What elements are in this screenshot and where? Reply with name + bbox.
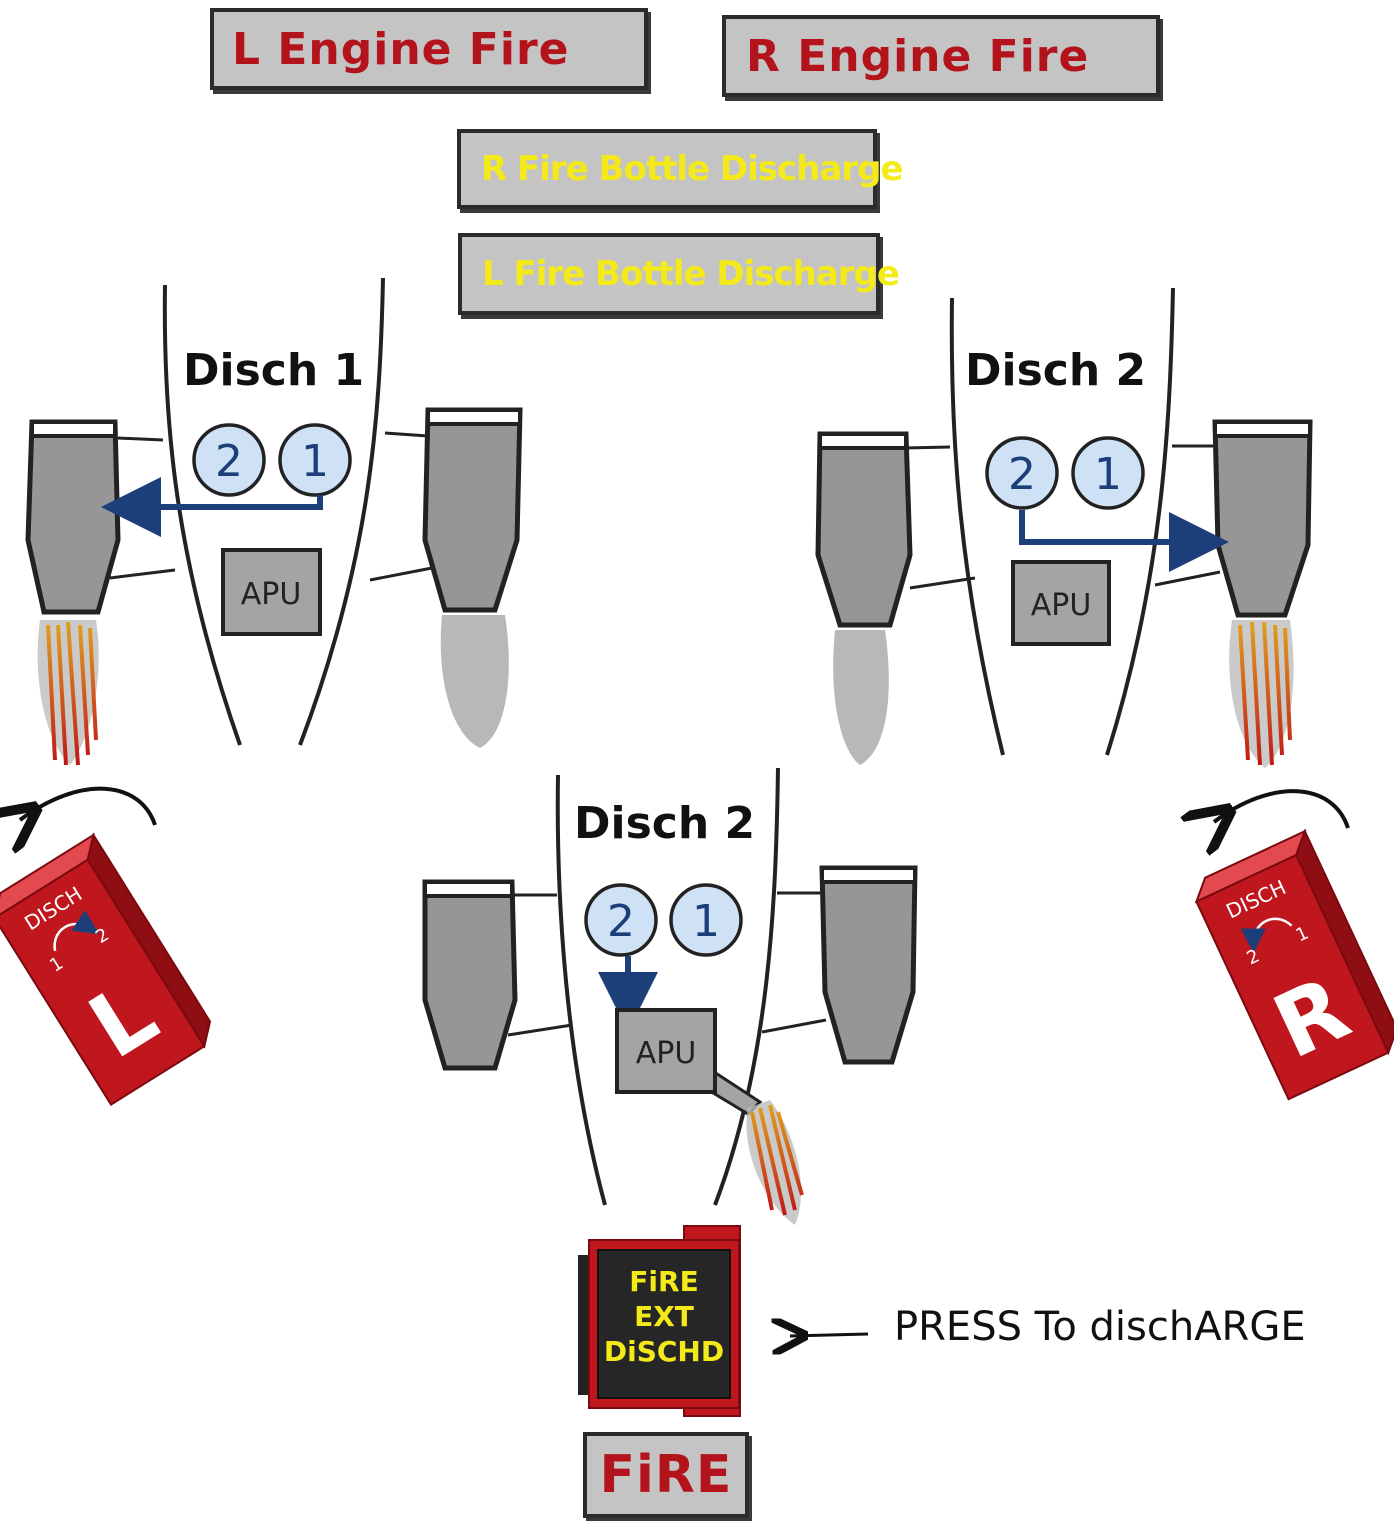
right-view-bottle-1-label: 1 — [1094, 449, 1122, 500]
center-view-bottle-2: 2 — [586, 885, 656, 955]
button-line-3: DiSCHD — [604, 1335, 724, 1368]
left-engine-1 — [28, 422, 118, 612]
right-fire-handle[interactable]: DISCH 2 1 R — [1189, 831, 1394, 1099]
left-view-bottle-2: 2 — [194, 425, 264, 495]
center-view-bottle-2-label: 2 — [607, 896, 635, 947]
press-to-discharge-instruction: PRESS To dischARGE — [894, 1304, 1306, 1350]
right-view-bottle-2: 2 — [987, 438, 1057, 508]
right-view-engine-1 — [818, 434, 910, 765]
right-view-discharge-arrow — [1022, 510, 1205, 542]
right-engine-2 — [1215, 422, 1310, 615]
apu-flame — [746, 1100, 802, 1225]
left-view-bottle-1-label: 1 — [301, 436, 329, 487]
center-view-bottle-1: 1 — [671, 885, 741, 955]
press-pointer-arrow — [790, 1334, 868, 1336]
left-handle-rotation-arrow — [20, 789, 155, 825]
left-view-discharge-arrow — [125, 495, 320, 507]
left-view-title: Disch 1 — [183, 345, 364, 396]
center-view-engine-2 — [822, 868, 915, 1062]
button-line-1: FiRE — [629, 1265, 698, 1298]
right-view-apu: APU — [1013, 562, 1109, 644]
left-view-engine-2 — [425, 410, 520, 748]
left-fire-handle[interactable]: DISCH 1 2 L — [0, 835, 220, 1105]
right-view-apu-label: APU — [1031, 588, 1092, 623]
apu-fire-warning: FiRE — [583, 1432, 749, 1518]
apu-fire-text: FiRE — [600, 1445, 733, 1505]
center-view-bottle-1-label: 1 — [692, 896, 720, 947]
right-handle-rotation-arrow — [1214, 791, 1348, 828]
right-aircraft-view: Disch 2 2 1 — [818, 288, 1310, 768]
left-aircraft-view: Disch 1 2 1 — [28, 278, 520, 765]
left-view-apu: APU — [223, 550, 320, 634]
left-view-apu-label: APU — [241, 577, 302, 612]
right-view-bottle-1: 1 — [1073, 438, 1143, 508]
right-view-bottle-2-label: 2 — [1008, 449, 1036, 500]
center-aircraft-view: Disch 2 2 1 APU — [425, 768, 915, 1225]
center-view-apu: APU — [617, 1010, 715, 1092]
fire-ext-dischd-button[interactable]: FiRE EXT DiSCHD — [578, 1226, 740, 1416]
left-engine-flame — [38, 620, 99, 765]
left-view-bottle-1: 1 — [280, 425, 350, 495]
left-view-bottle-2-label: 2 — [215, 436, 243, 487]
center-view-apu-label: APU — [636, 1036, 697, 1071]
right-view-title: Disch 2 — [965, 345, 1146, 396]
center-view-title: Disch 2 — [574, 798, 755, 849]
button-line-2: EXT — [634, 1300, 694, 1333]
right-engine-flame — [1229, 620, 1293, 768]
center-view-engine-1 — [425, 882, 515, 1068]
